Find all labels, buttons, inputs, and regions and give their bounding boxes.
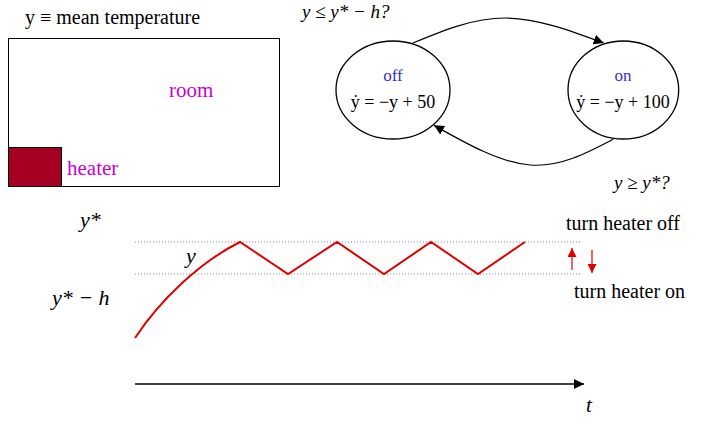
heater-box: heater [8, 147, 62, 187]
transition-arrow [413, 18, 604, 43]
lower-threshold-line [135, 274, 580, 275]
state-off: off ẏ = −y + 50 [335, 40, 451, 140]
temperature-curve [135, 242, 525, 338]
up-arrow [571, 248, 572, 270]
transition-guard: y ≤ y* − h? [300, 2, 392, 23]
state-on: on ẏ = −y + 100 [567, 40, 680, 140]
setpoint-label: y* [80, 208, 101, 232]
node-title: off [383, 67, 403, 86]
node-equation: ẏ = −y + 50 [351, 93, 435, 113]
down-arrow [591, 250, 592, 273]
node-equation: ẏ = −y + 100 [576, 93, 669, 113]
signal-label: y [186, 244, 196, 268]
node-title: room [169, 79, 213, 102]
transition-guard: y ≥ y*? [612, 173, 672, 194]
room-box: room heater [8, 38, 280, 187]
upper-threshold-line [135, 242, 580, 243]
ellipse-outline [568, 41, 679, 139]
heading-note: y ≡ mean temperature [25, 6, 200, 28]
node-title: on [614, 67, 631, 86]
ellipse-outline [336, 41, 450, 139]
on-note: turn heater on [574, 280, 685, 302]
ellipse-outline [567, 40, 680, 140]
ellipse-outline [335, 40, 451, 140]
lower-threshold-label: y* − h [52, 286, 110, 310]
node-title: heater [67, 157, 118, 180]
off-note: turn heater off [566, 212, 680, 234]
transition-arrow [434, 125, 613, 165]
axis-label: t [586, 394, 592, 417]
time-axis [135, 383, 584, 385]
